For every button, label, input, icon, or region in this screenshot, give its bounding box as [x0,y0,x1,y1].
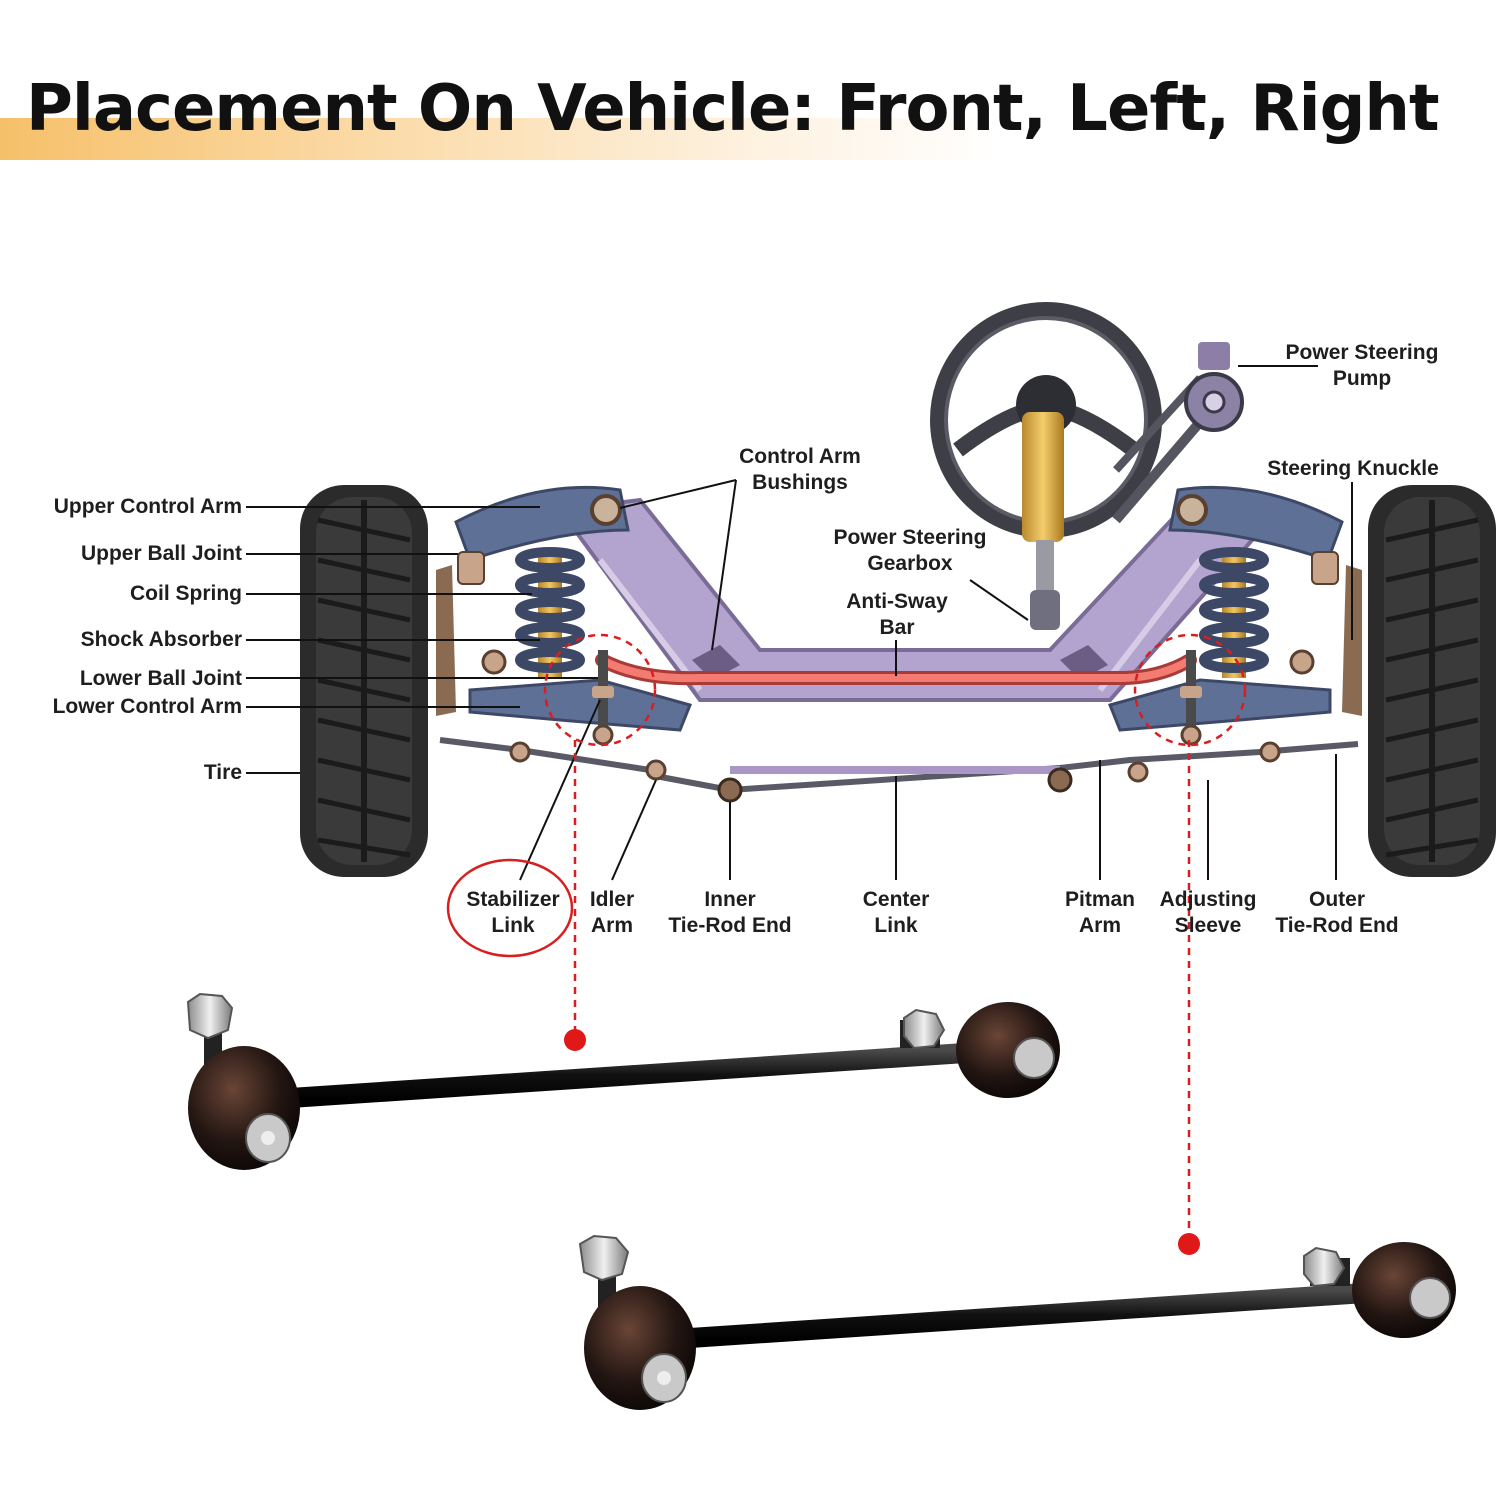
marker-dot-right [1178,1233,1200,1255]
label-inner-tie-rod-end: Inner Tie-Rod End [668,888,792,937]
lower-control-arm-right [1107,649,1332,732]
tire-right [1368,485,1496,877]
coil-spring-left [515,547,585,678]
label-idler-arm: Idler Arm [589,888,635,937]
label-adjusting-sleeve: Adjusting Sleeve [1159,888,1257,937]
label-stabilizer-link: Stabilizer Link [466,888,560,937]
upper-control-arm-left [454,485,630,562]
label-outer-tie-rod-end: Outer Tie-Rod End [1275,888,1399,937]
stabilizer-highlight [446,633,1247,1234]
marker-dot-left [564,1029,586,1051]
label-control-arm-bushings: Control Arm Bushings [739,445,861,494]
label-power-steering-pump: Power Steering Pump [1285,341,1439,390]
product-stabilizer-link-1 [186,992,1060,1170]
label-anti-sway-bar: Anti-Sway Bar [846,590,948,639]
page-title: Placement On Vehicle: Front, Left, Right [26,72,1440,146]
label-tire: Tire [203,761,242,784]
coil-spring-right [1199,547,1269,678]
title-highlight-band [0,118,1000,160]
product-stabilizer-link-2 [578,1234,1456,1410]
steering-knuckle-right [1311,551,1362,716]
label-lower-ball-joint: Lower Ball Joint [79,667,242,690]
anti-sway-bar [595,653,1197,686]
leader-lines [246,365,1353,881]
label-center-link: Center Link [862,888,930,937]
stabilizer-link-small-right [1180,650,1202,746]
upper-control-arm-right [1168,485,1344,562]
label-upper-ball-joint: Upper Ball Joint [80,542,242,565]
label-lower-control-arm: Lower Control Arm [52,695,242,718]
label-shock-absorber: Shock Absorber [80,628,242,651]
tire-left [300,485,428,877]
steering-column [1022,412,1064,630]
label-pitman-arm: Pitman Arm [1064,888,1135,937]
label-coil-spring: Coil Spring [130,582,242,605]
stabilizer-link-small-left [592,650,614,746]
label-upper-control-arm: Upper Control Arm [53,495,242,518]
label-steering-knuckle: Steering Knuckle [1267,457,1439,480]
steering-linkage [439,737,1359,803]
power-steering-pump [1112,342,1244,524]
label-power-steering-gearbox: Power Steering Gearbox [833,526,987,575]
